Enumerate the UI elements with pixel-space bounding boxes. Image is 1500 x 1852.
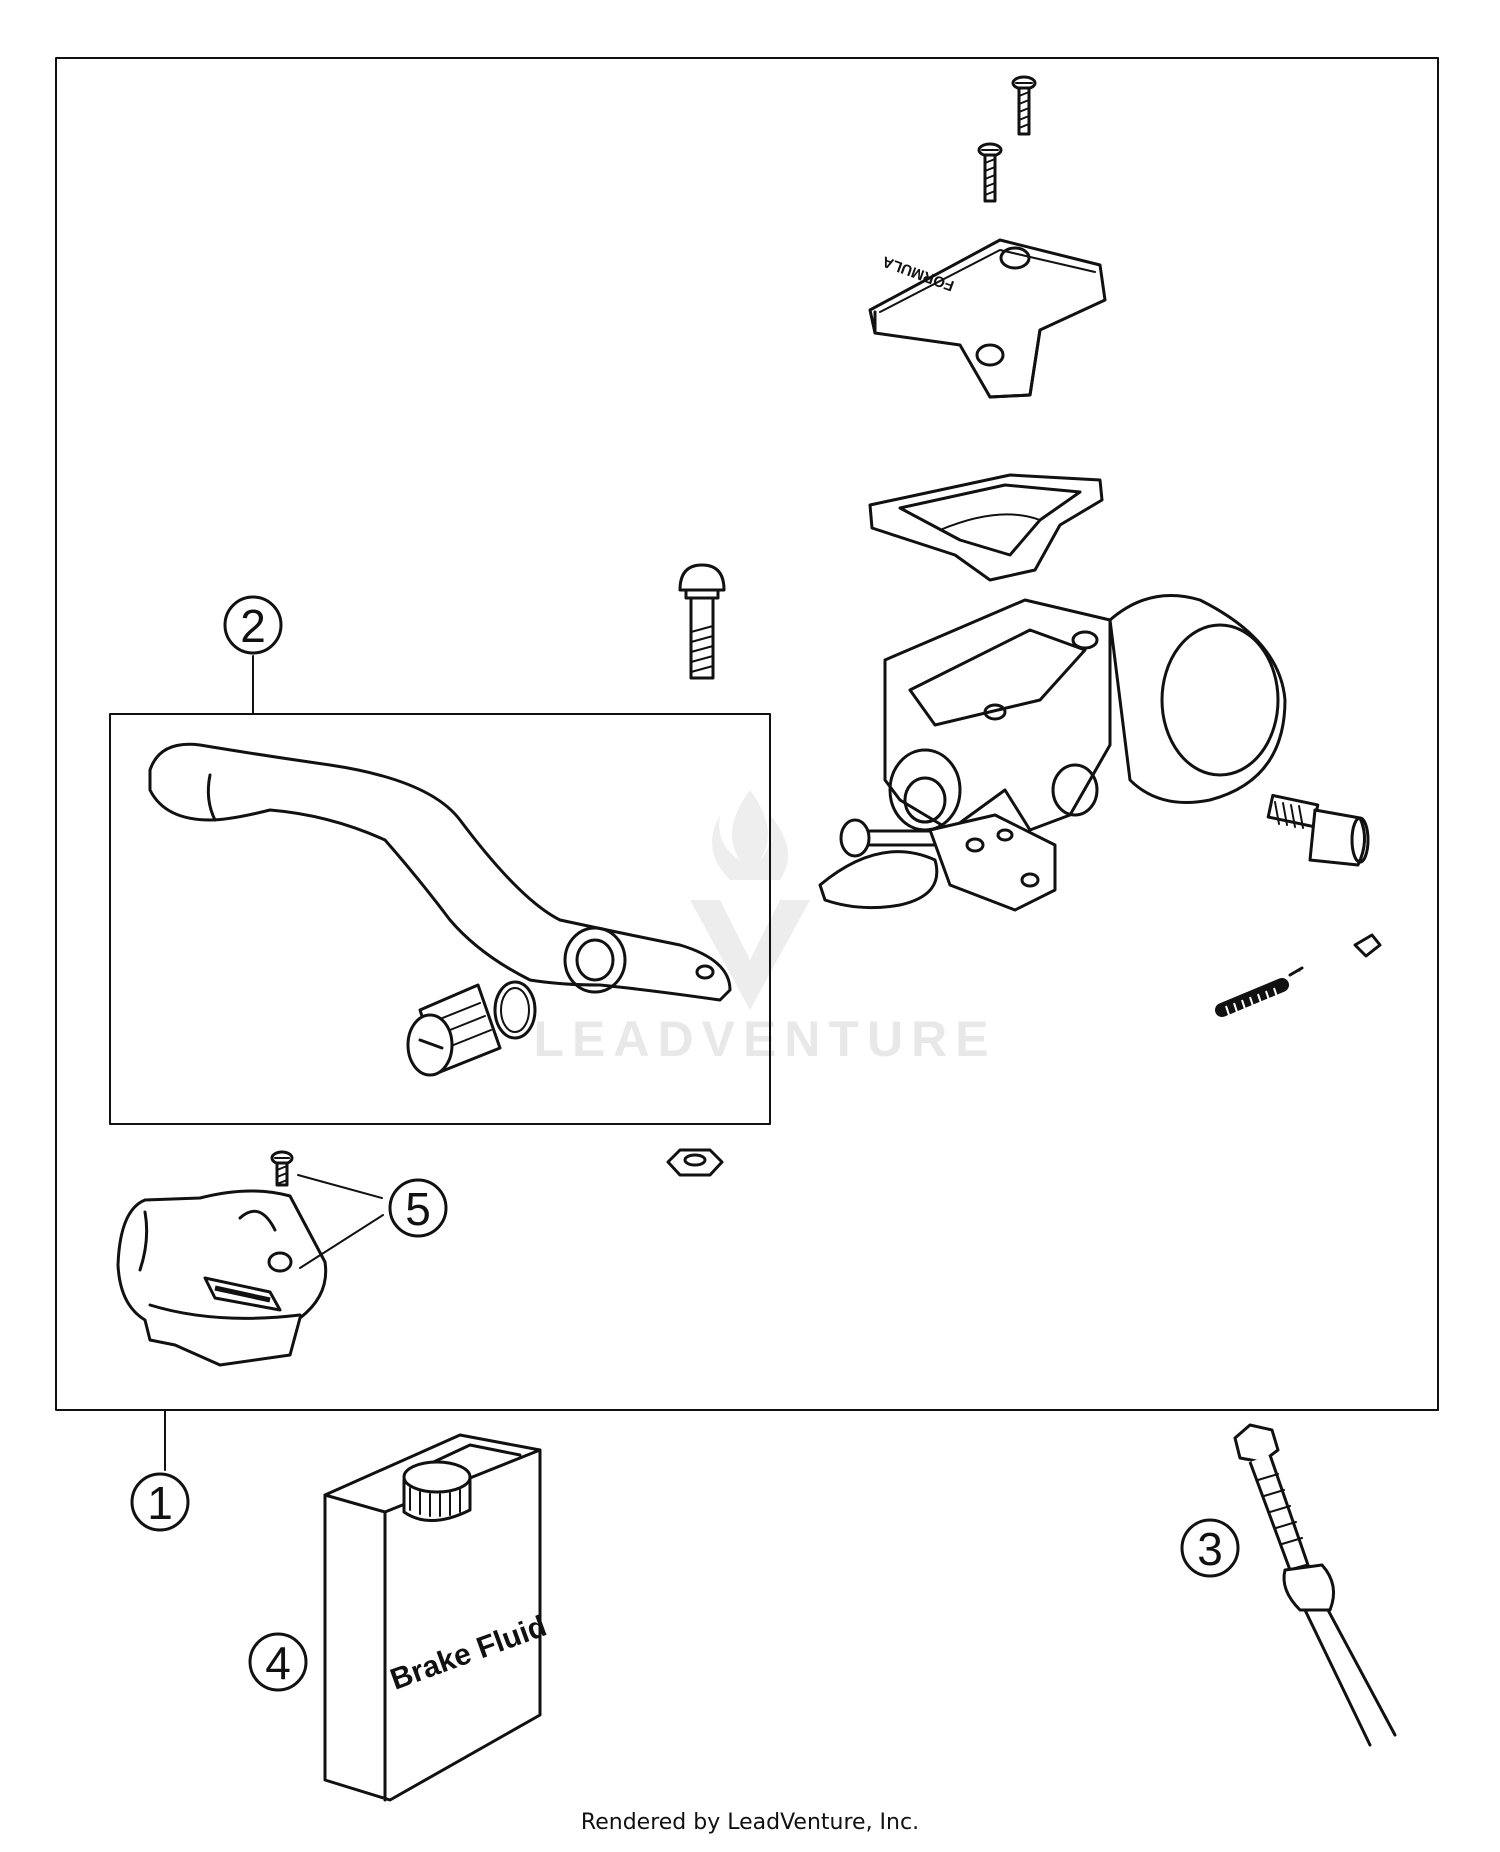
callout-3-number: 3	[1197, 1523, 1223, 1575]
callout-3: 3	[1180, 1518, 1240, 1578]
brake-hose	[1233, 1423, 1397, 1747]
callout-5-number: 5	[405, 1183, 431, 1235]
adjuster-screw	[1288, 933, 1382, 977]
cap-screw-top	[1011, 75, 1037, 136]
lever-adjuster	[406, 983, 502, 1077]
callout-1-number: 1	[147, 1477, 173, 1529]
lever-nut	[666, 1148, 724, 1177]
callout-2-number: 2	[240, 600, 266, 652]
callout-2: 2	[223, 595, 283, 655]
master-cylinder-body	[818, 594, 1287, 912]
kit-outline	[55, 57, 1439, 1411]
cap-screw-second	[977, 142, 1003, 203]
lever-cover	[116, 1189, 328, 1367]
callout-4: 4	[248, 1632, 308, 1692]
watermark-text: LEADVENTURE	[533, 1011, 996, 1067]
lever-pivot-bolt	[678, 563, 726, 680]
callout-5-leaders	[297, 1174, 384, 1269]
footer-credit: Rendered by LeadVenture, Inc.	[580, 1810, 920, 1835]
brake-fluid-bottle: Brake Fluid	[323, 1433, 551, 1802]
callout-5: 5	[388, 1178, 448, 1238]
lever-oring	[493, 980, 537, 1040]
reservoir-diaphragm	[868, 473, 1104, 582]
watermark: LEADVENTURE	[533, 790, 996, 1067]
callout-4-number: 4	[265, 1637, 291, 1689]
brake-lever	[148, 742, 732, 1002]
adjuster-spring	[1215, 978, 1289, 1017]
lever-kit-outline	[109, 713, 771, 1125]
callout-1: 1	[130, 1472, 190, 1532]
cover-screw	[270, 1150, 294, 1187]
reservoir-cap: FORMULA	[868, 238, 1107, 399]
clamp-bolt	[1266, 793, 1370, 867]
